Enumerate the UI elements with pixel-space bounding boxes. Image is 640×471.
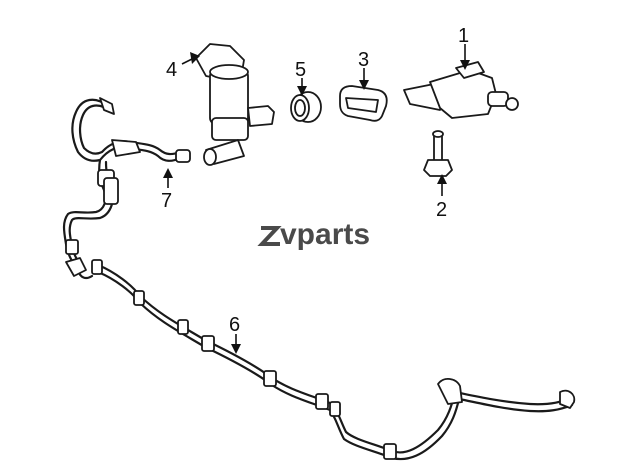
washer-nozzle-part-1 — [403, 61, 519, 119]
upper-hose-part-7 — [62, 97, 191, 280]
callout-5: 5 — [295, 59, 306, 81]
callout-6: 6 — [229, 314, 240, 336]
washer-pump-part-4 — [195, 43, 275, 166]
callout-3: 3 — [358, 49, 369, 71]
watermark-logo-icon — [257, 226, 282, 246]
callout-7: 7 — [161, 190, 172, 212]
watermark-text: vparts — [280, 218, 370, 251]
watermark: vparts — [257, 218, 370, 251]
bolt-part-2 — [423, 130, 453, 177]
callout-4: 4 — [166, 59, 177, 81]
callout-1: 1 — [458, 25, 469, 47]
callout-2: 2 — [436, 199, 447, 221]
cover-part-3 — [339, 85, 388, 122]
grommet-part-5 — [290, 91, 322, 123]
washer-hose-part-6 — [91, 259, 576, 461]
leader-lines — [163, 44, 470, 354]
